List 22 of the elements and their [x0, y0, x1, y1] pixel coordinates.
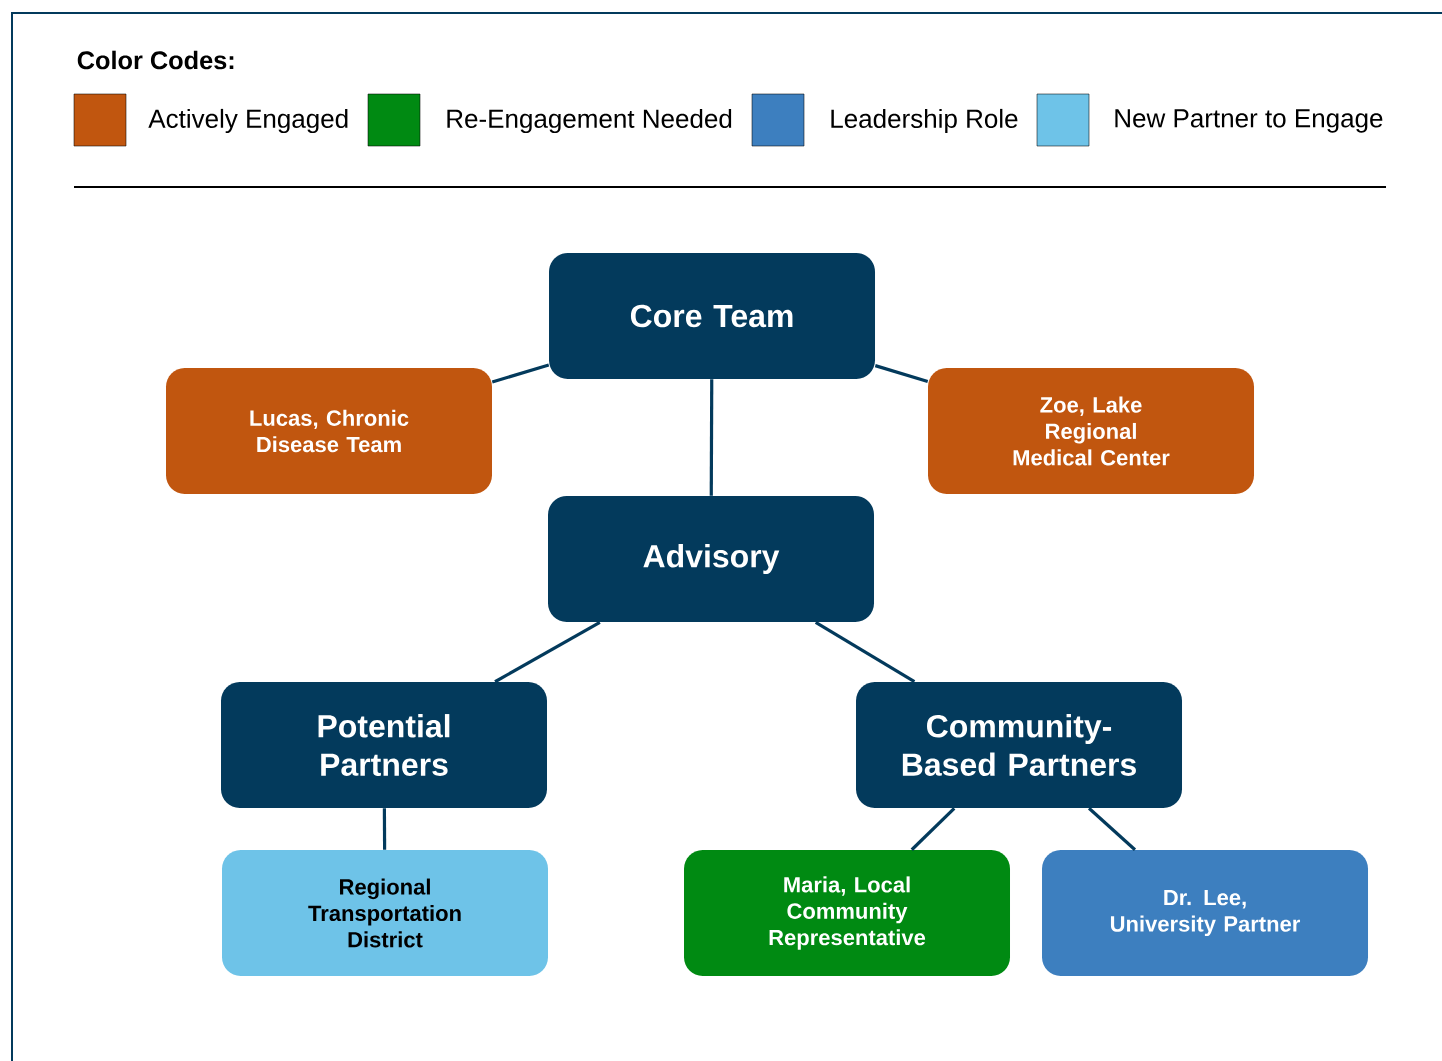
connector-line — [874, 364, 929, 384]
connector-line — [1087, 807, 1137, 851]
connector-line — [709, 379, 714, 496]
connector-line — [491, 363, 550, 384]
team-box: Advisory — [548, 496, 874, 622]
legend-label: New Partner to Engage — [1115, 109, 1383, 133]
connector-line — [382, 808, 387, 850]
partner-box: Zoe, Lake Regional Medical Center — [928, 368, 1254, 494]
legend-heading: Color Codes: — [77, 50, 234, 70]
legend-label: Re-Engagement Needed — [447, 108, 732, 134]
legend-label: Actively Engaged — [148, 108, 348, 134]
connector-line — [814, 620, 916, 684]
partner-box: Maria, Local Community Representative — [684, 850, 1010, 976]
legend-label: Leadership Role — [831, 108, 1018, 134]
group-box: Potential Partners — [221, 682, 547, 808]
connector-line — [910, 807, 956, 851]
partner-box: Dr. Lee, University Partner — [1042, 850, 1368, 976]
partner-box: Lucas, Chronic Disease Team — [166, 368, 492, 494]
connector-line — [494, 620, 601, 684]
team-box: Core Team — [549, 253, 875, 379]
partner-box: Regional Transportation District — [222, 850, 548, 976]
group-box: Community-Based Partners — [856, 682, 1182, 808]
